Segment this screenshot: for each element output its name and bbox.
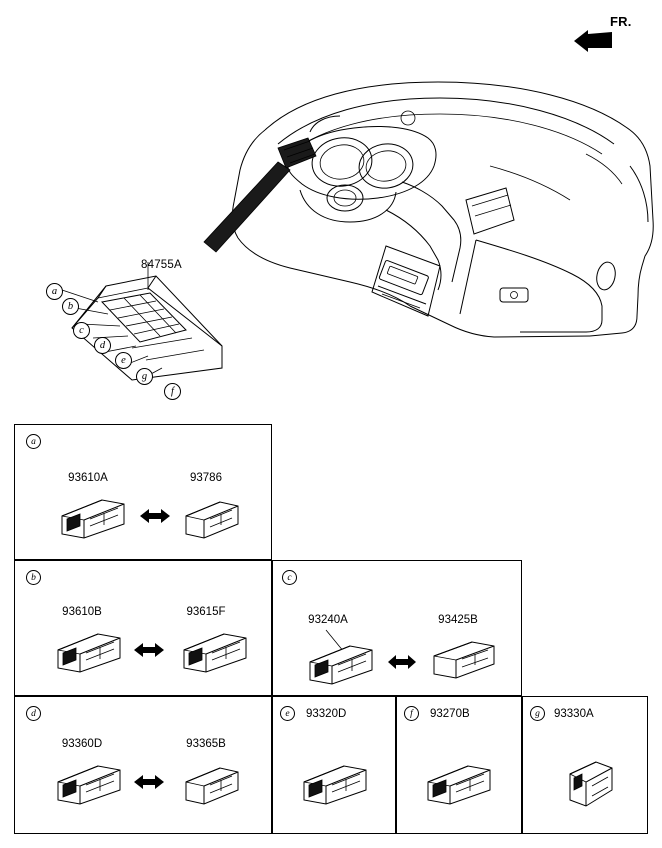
callout-g: f [164, 383, 181, 400]
switch-93240A [302, 640, 378, 690]
table-cell-b [14, 560, 272, 696]
exchange-arrow-d [134, 774, 164, 790]
exchange-arrow-a [140, 508, 170, 524]
switch-93610B [50, 628, 126, 678]
switch-93615F [176, 628, 252, 678]
table-letter-c: c [282, 570, 297, 585]
switch-93425B [428, 636, 500, 684]
switch-93786 [180, 496, 244, 544]
table-letter-e: e [280, 706, 295, 721]
callout-f: g [136, 368, 153, 385]
exchange-arrow-c [388, 654, 416, 670]
leader-93240A [324, 629, 348, 654]
part-label-93270B: 93270B [430, 708, 470, 720]
switch-93610A [54, 494, 130, 544]
switch-93365B [180, 762, 244, 810]
part-label-93365B: 93365B [186, 738, 226, 750]
table-letter-g: g [530, 706, 545, 721]
table-letter-d: d [26, 706, 41, 721]
switch-93360D [50, 760, 126, 810]
parts-table: a 93610A 93786 b [14, 424, 648, 834]
callout-b: b [62, 298, 79, 315]
part-label-93425B: 93425B [438, 614, 478, 626]
part-label-93320D: 93320D [306, 708, 347, 720]
dash-switch-panel [277, 137, 317, 169]
part-label-93240A: 93240A [308, 614, 348, 626]
part-label-93610B: 93610B [62, 606, 102, 618]
switch-93320D [296, 760, 372, 810]
table-cell-c [272, 560, 522, 696]
part-label-93615F: 93615F [186, 606, 226, 618]
callout-d: d [94, 337, 111, 354]
table-letter-b: b [26, 570, 41, 585]
part-label-93330A: 93330A [554, 708, 594, 720]
switch-93270B [420, 760, 496, 810]
callout-a: a [46, 283, 63, 300]
callout-e: e [115, 352, 132, 369]
switch-93330A [562, 756, 620, 812]
exchange-arrow-b [134, 642, 164, 658]
panel-callout-leaders [36, 280, 216, 400]
table-cell-d [14, 696, 272, 834]
orientation-arrow-icon [572, 30, 614, 52]
dashboard-illustration [190, 70, 658, 400]
callout-c: c [73, 322, 90, 339]
orientation-label: FR. [610, 14, 632, 29]
part-label-93786: 93786 [190, 472, 222, 484]
switch-panel-exploded [36, 262, 246, 398]
table-letter-f: f [404, 706, 419, 721]
table-letter-a: a [26, 434, 41, 449]
part-label-93610A: 93610A [68, 472, 108, 484]
table-cell-e [272, 696, 396, 834]
panel-part-number: 84755A [141, 259, 182, 271]
table-cell-a [14, 424, 272, 560]
part-label-93360D: 93360D [61, 738, 103, 750]
table-cell-f [396, 696, 522, 834]
table-cell-g [522, 696, 648, 834]
